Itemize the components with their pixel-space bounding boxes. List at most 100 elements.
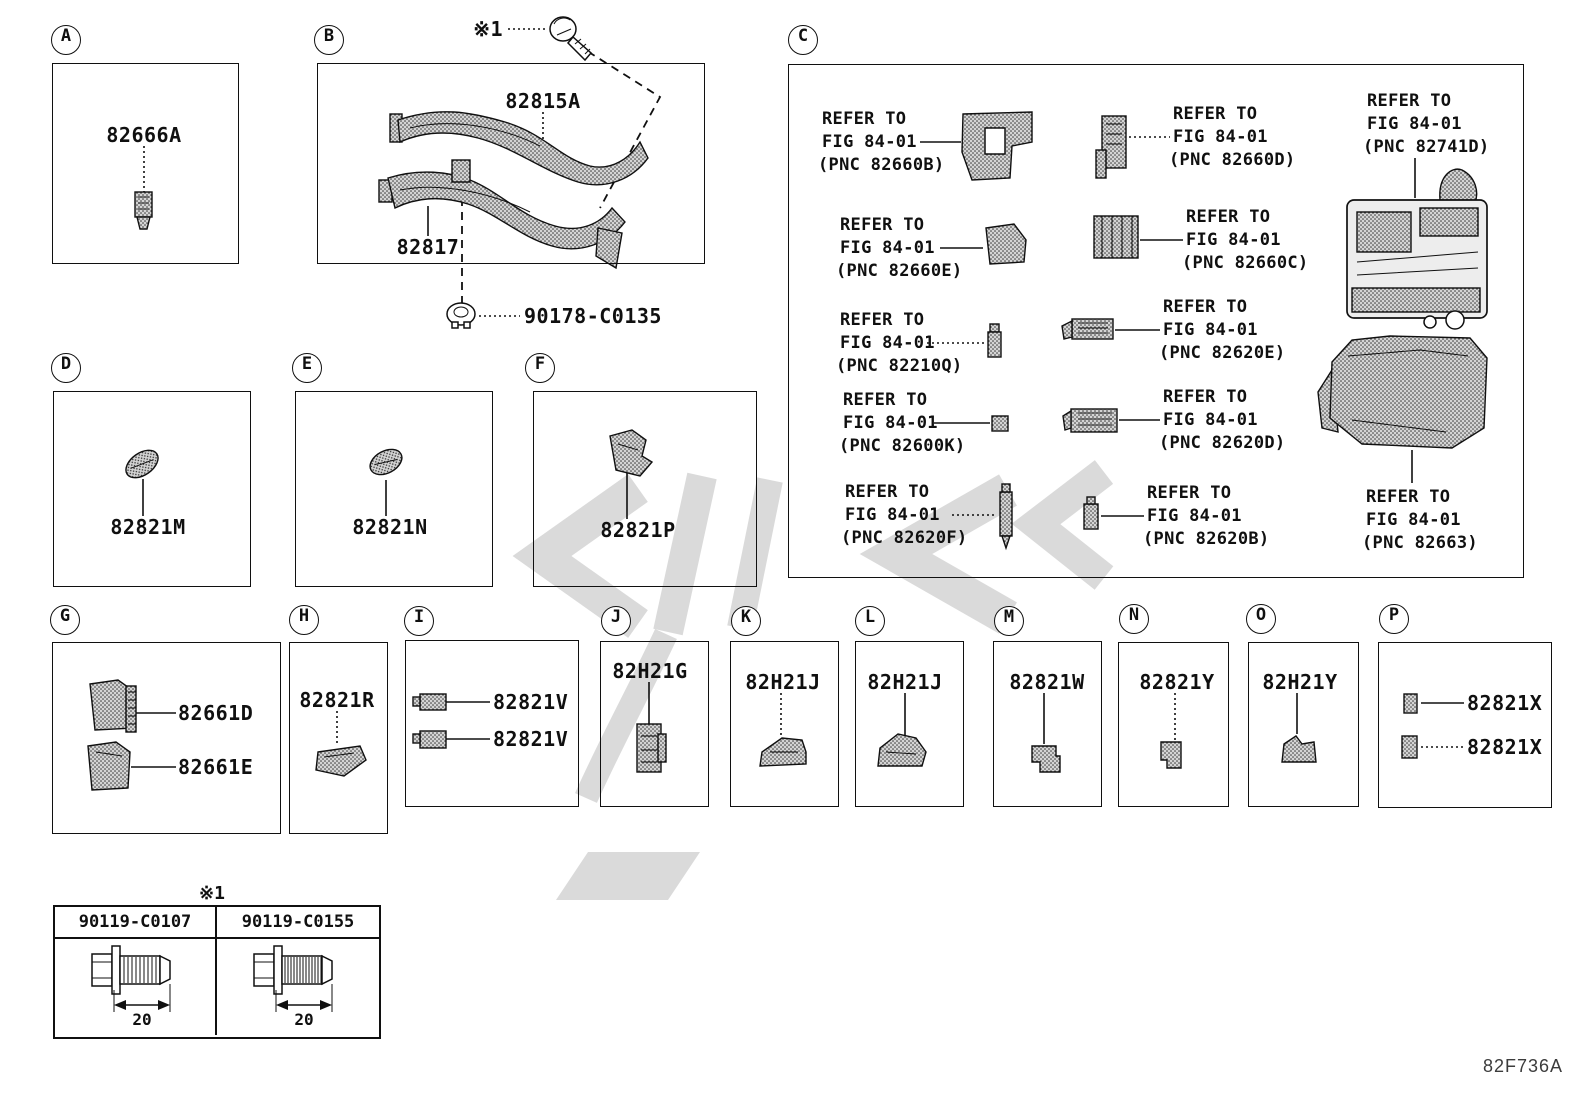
part-label-82h21g: 82H21G [612,659,688,683]
cover-82663-icon [1317,335,1488,449]
part-label-82h21j-k: 82H21J [745,670,821,694]
bolt-icon-1 [91,945,171,995]
section-badge-p: P [1379,604,1409,634]
part-82666a-icon [134,191,153,230]
part-label-82821v-2: 82821V [493,727,569,751]
part-label-82821n: 82821N [352,515,428,539]
part-label-82666a: 82666A [106,123,182,147]
part-82821y-icon [1160,741,1182,769]
part-82821m-icon [125,449,159,479]
panel-k-box [730,641,839,807]
part-label-82821x-2: 82821X [1467,735,1543,759]
section-badge-k: K [731,606,761,636]
part-82821v-2-icon [412,730,447,749]
watermark-logo [512,460,1114,900]
section-badge-c: C [788,25,818,55]
part-label-82821x-1: 82821X [1467,691,1543,715]
panel-m-box [993,641,1102,807]
connector-82620e-icon [1061,318,1114,340]
part-82661d-icon [89,679,137,733]
grommet-icon [446,302,476,329]
panel-e-box [295,391,493,587]
section-badge-g: G [50,605,80,635]
section-badge-f: F [525,353,555,383]
figure-code: 82F736A [1483,1056,1564,1076]
connector-82600k-icon [991,415,1009,432]
panel-c-box [788,64,1524,578]
panel-a-box [52,63,239,264]
part-label-82821p: 82821P [600,518,676,542]
panel-b-box [317,63,705,264]
connector-82620d-icon [1062,408,1118,433]
bolt-length-2: 20 [294,1010,314,1029]
screw-footnote-label: ※1 [473,17,503,41]
part-label-82815a: 82815A [505,89,581,113]
section-badge-o: O [1246,604,1276,634]
part-label-82821y: 82821Y [1139,670,1215,694]
leader-lines [131,28,1464,768]
connector-82660e-icon [985,223,1027,265]
part-label-82661d: 82661D [178,701,254,725]
panel-p-box [1378,642,1552,808]
screw-icon [549,16,593,62]
bolt-table-header-90119-c0155: 90119-C0155 [217,907,379,939]
part-label-82821r: 82821R [299,688,375,712]
fusebox-82741d-icon [1346,168,1488,330]
part-label-82821m: 82821M [110,515,186,539]
bolt-table-cell-1 [55,939,217,1035]
part-82821x-1-icon [1403,693,1418,714]
section-badge-j: J [601,606,631,636]
part-82817-icon [378,159,626,270]
section-badge-a: A [51,25,81,55]
part-82h21j-l-icon [877,733,927,767]
bolt-length-1: 20 [132,1010,152,1029]
part-82821w-icon [1031,745,1061,773]
section-badge-n: N [1119,604,1149,634]
part-label-82h21y: 82H21Y [1262,670,1338,694]
dimension-arrow-1 [113,984,171,1012]
panel-j-box [600,641,709,807]
part-label-82821w: 82821W [1009,670,1085,694]
connector-82620f-icon [999,483,1013,551]
panel-l-box [855,641,964,807]
panel-g-box [52,642,281,834]
part-82821p-icon [609,429,654,477]
bolt-table-footnote: ※1 [199,883,225,904]
bolt-table-header-90119-c0107: 90119-C0107 [55,907,217,939]
connector-82620b-icon [1083,496,1099,530]
connector-82210q-icon [987,323,1002,358]
section-badge-d: D [51,353,81,383]
part-82821x-2-icon [1401,735,1418,759]
part-label-82661e: 82661E [178,755,254,779]
panel-d-box [53,391,251,587]
panel-n-box [1118,642,1229,807]
section-badge-e: E [292,353,322,383]
dimension-arrow-2 [275,984,333,1012]
part-82h21y-icon [1281,735,1317,763]
part-82821n-icon [369,448,403,476]
part-82821v-1-icon [412,693,447,711]
part-82h21g-icon [636,723,667,773]
connector-82660d-icon [1095,115,1127,179]
bolt-icon-2 [253,945,333,995]
panel-o-box [1248,642,1359,807]
section-badge-m: M [994,606,1024,636]
part-label-82h21j-l: 82H21J [867,670,943,694]
part-82821r-icon [315,745,367,777]
section-badge-b: B [314,25,344,55]
bolt-table: 90119-C0107 90119-C0155 [53,905,381,1039]
part-label-82821v-1: 82821V [493,690,569,714]
panel-h-box [289,642,388,834]
